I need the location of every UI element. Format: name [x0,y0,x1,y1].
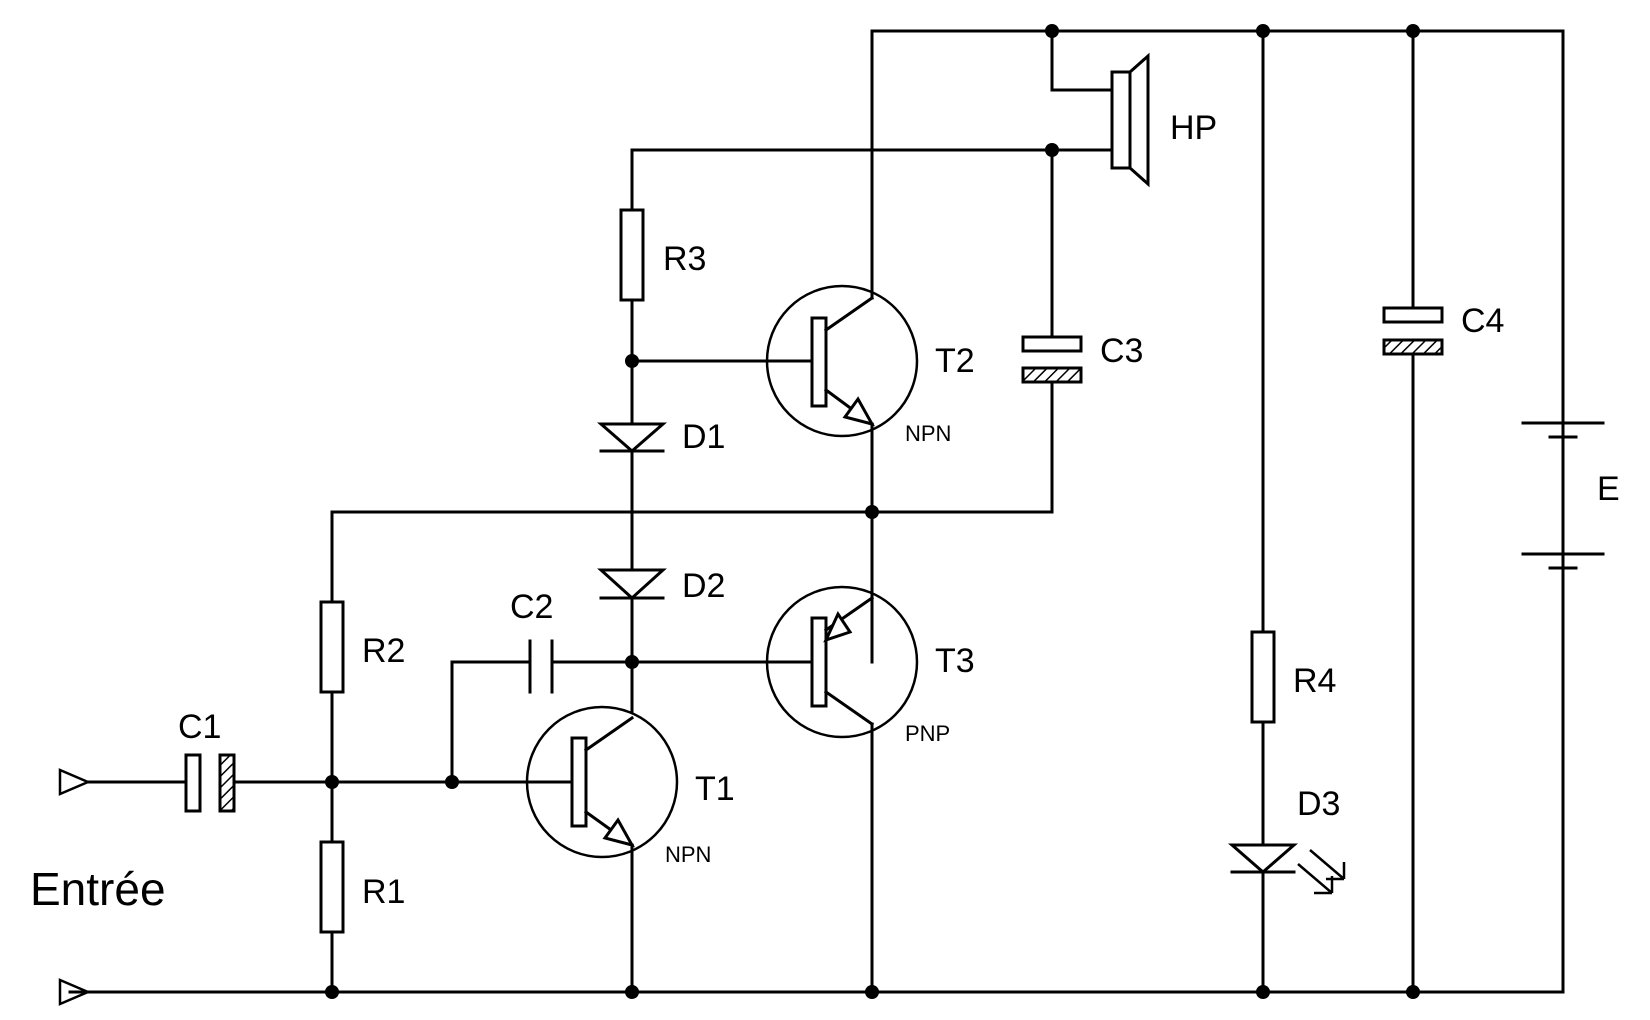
transistor-t2 [765,284,919,438]
resistor-r2 [319,600,345,694]
label-c1: C1 [178,708,221,746]
label-c3: C3 [1100,332,1143,370]
labels: HP R3 T2 NPN C3 C4 D1 E D2 C2 R2 T3 PNP … [30,109,1620,915]
resistor-r4 [1250,630,1276,724]
label-r3: R3 [663,240,706,278]
label-d1: D1 [682,418,725,456]
resistor-r3 [619,208,645,302]
label-c4: C4 [1461,302,1504,340]
diode-d2 [597,568,667,601]
diode-d1 [596,422,668,453]
capacitor-c3 [1021,335,1083,353]
junctions [325,24,1420,999]
capacitor-c2 [528,639,554,694]
label-t3: T3 [935,642,975,680]
label-e: E [1597,470,1620,508]
diodes [596,422,1346,895]
label-r4: R4 [1293,662,1336,700]
battery-e [1521,421,1605,570]
label-d2: D2 [682,567,725,605]
resistor-r1 [319,840,345,934]
label-t2: T2 [935,342,975,380]
transistor-t3 [765,585,919,739]
speaker-hp [1110,52,1150,188]
label-hp: HP [1170,109,1217,147]
resistors [319,208,1276,934]
label-t1-type: NPN [665,842,711,867]
label-r1: R1 [362,873,405,911]
label-d3: D3 [1297,785,1340,823]
capacitor-c4 [1382,306,1444,324]
wires [68,29,1565,994]
capacitors [184,306,1444,813]
label-c2: C2 [510,588,553,626]
label-t1: T1 [695,770,735,808]
input-terminals [58,768,92,1006]
transistor-t1 [525,705,679,859]
diode-d3-led [1227,843,1299,874]
label-t3-type: PNP [905,721,950,746]
label-input: Entrée [30,863,166,915]
label-t2-type: NPN [905,421,951,446]
label-r2: R2 [362,632,405,670]
capacitor-c1 [184,753,202,813]
